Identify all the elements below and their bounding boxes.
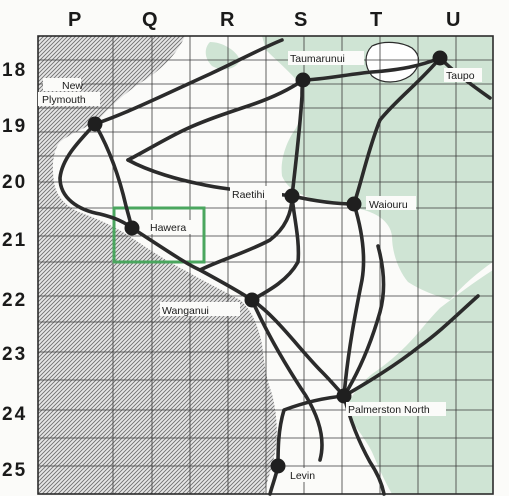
column-label-u: U [446, 9, 460, 31]
column-label-t: T [370, 9, 382, 31]
town-dot-wanganui [244, 292, 260, 308]
town-dot-taupo [432, 50, 448, 66]
row-labels: 18 19 20 21 22 23 24 25 [2, 60, 27, 481]
grid-lines [38, 36, 493, 494]
town-label-wanganui: Wanganui [162, 305, 209, 317]
town-label-levin: Levin [290, 470, 315, 482]
row-label-20: 20 [2, 172, 27, 193]
sea-area [38, 36, 277, 494]
row-label-18: 18 [2, 60, 27, 81]
row-label-25: 25 [2, 460, 27, 481]
town-dot-palmerston-north [336, 388, 352, 404]
town-label-palmerston-north: Palmerston North [348, 404, 430, 416]
column-labels: P Q R S T U [68, 9, 460, 31]
row-label-21: 21 [2, 230, 27, 251]
town-markers [87, 50, 448, 474]
row-label-23: 23 [2, 344, 27, 365]
town-labels: Taumarunui Taupo New Plymouth Raetihi Wa… [38, 51, 482, 482]
map-border [37, 35, 494, 495]
town-dot-hawera [124, 220, 140, 236]
town-label-new-plymouth-line1: New [62, 80, 83, 92]
town-label-taupo: Taupo [446, 70, 475, 82]
town-label-new-plymouth-line2: Plymouth [42, 94, 86, 106]
town-dot-raetihi [284, 188, 300, 204]
row-label-22: 22 [2, 290, 27, 311]
town-label-hawera: Hawera [150, 222, 186, 234]
highlighted-cell [112, 206, 206, 264]
row-label-19: 19 [2, 116, 27, 137]
town-dot-levin [270, 458, 286, 474]
town-label-raetihi: Raetihi [232, 189, 265, 201]
town-dot-taumarunui [295, 72, 311, 88]
mountain-area [262, 36, 493, 300]
town-label-waiouru: Waiouru [369, 199, 408, 211]
town-dot-waiouru [346, 196, 362, 212]
town-dot-new-plymouth [87, 116, 103, 132]
row-label-24: 24 [2, 404, 27, 425]
column-label-q: Q [142, 9, 158, 31]
column-label-r: R [220, 9, 235, 31]
column-label-s: S [294, 9, 307, 31]
column-label-p: P [68, 9, 81, 31]
lake-taupo [365, 41, 420, 83]
town-label-taumarunui: Taumarunui [290, 53, 345, 65]
